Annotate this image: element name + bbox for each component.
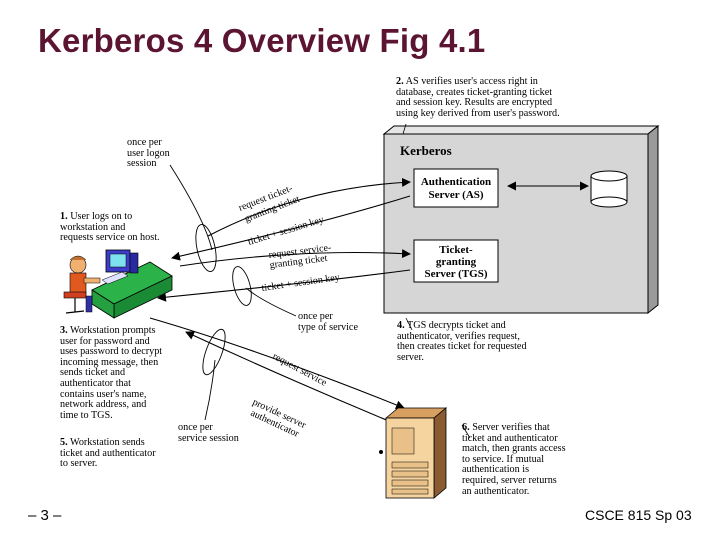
as-label-line2: Server (AS): [428, 189, 483, 201]
tgs-box: [413, 239, 499, 283]
arrow-provide-authenticator: [185, 331, 397, 425]
note-step-5: 5. Workstation sends ticket and authenti…: [60, 437, 156, 470]
note-step-6: 6. Server verifies that ticket and authe…: [462, 422, 566, 497]
once-per-service-type-loop: [232, 266, 297, 317]
arrow-ticket-session-key-2: [157, 269, 411, 302]
database-icon: [590, 170, 628, 208]
slide-title: Kerberos 4 Overview Fig 4.1: [38, 22, 486, 59]
note-step-4: 4. TGS decrypts ticket and authenticator…: [397, 320, 527, 363]
authentication-server-box: [413, 168, 499, 208]
label-ticket-session-key-2: ticket + session key: [261, 272, 340, 294]
note-step-3: 3. Workstation prompts user for password…: [60, 325, 163, 421]
note-once-per-service-type: once per type of service: [298, 311, 358, 333]
tgs-label-line1: Ticket-: [439, 244, 473, 256]
arrow-ticket-session-key-1: [171, 195, 411, 261]
arrow-request-sgt: [179, 249, 411, 267]
course-label: CSCE 815 Sp 03: [585, 507, 692, 523]
workstation-user-icon: [63, 249, 173, 319]
note-step-2: 2. AS verifies user's access right in da…: [396, 76, 560, 119]
kerberos-label: Kerberos: [400, 143, 452, 158]
once-per-service-session-loop: [202, 328, 226, 421]
note-once-per-service-session: once per service session: [178, 422, 239, 444]
as-label-line1: Authentication: [421, 176, 491, 188]
tgs-label-line3: Server (TGS): [424, 268, 487, 280]
tgs-label-line2: granting: [436, 256, 477, 268]
note-once-per-logon: once per user logon session: [127, 137, 170, 170]
note-step-1: 1. User logs on to workstation and reque…: [60, 211, 160, 244]
page-number: – 3 –: [28, 507, 62, 524]
arrow-request-service: [149, 317, 405, 410]
once-per-logon-loop: [169, 164, 217, 273]
kerberos-box: [382, 124, 660, 315]
arrow-request-tgt: [207, 177, 411, 237]
server-icon: [379, 407, 448, 499]
